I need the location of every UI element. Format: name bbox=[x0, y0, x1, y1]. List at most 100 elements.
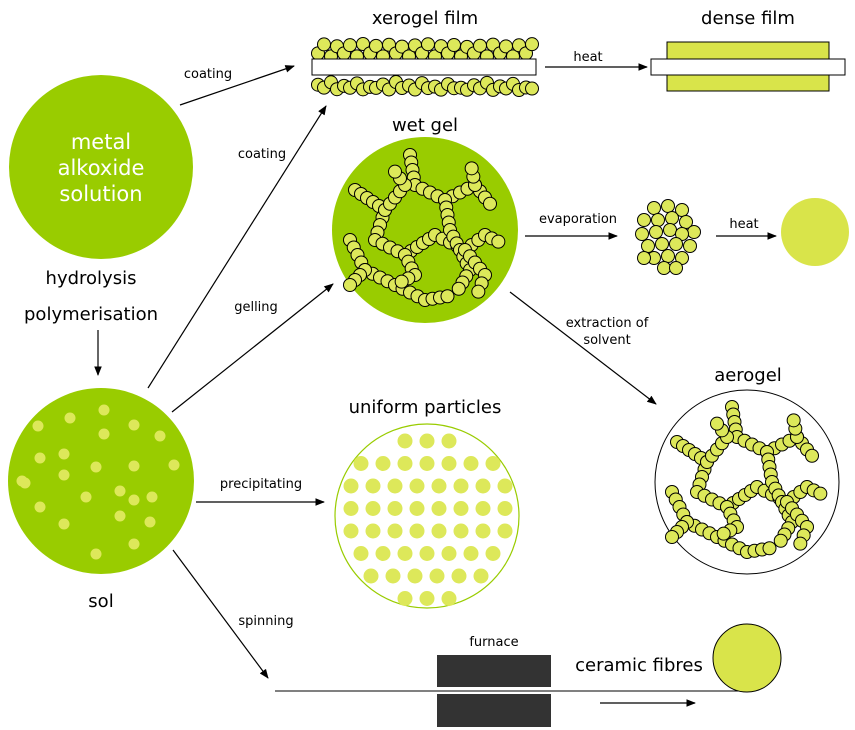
furnace-bottom-block bbox=[437, 694, 551, 727]
uniform-particle bbox=[442, 456, 457, 471]
uniform-particle bbox=[476, 501, 491, 516]
spinning-label: spinning bbox=[238, 614, 293, 629]
uniform-particle bbox=[452, 569, 467, 584]
dense-film bbox=[651, 42, 845, 91]
sol-particle bbox=[129, 495, 140, 506]
chain-particle bbox=[395, 275, 408, 288]
xerogel-film bbox=[312, 38, 539, 97]
extraction-label-2: solvent bbox=[583, 333, 630, 348]
chain-particle bbox=[814, 487, 827, 500]
xerogel-film-label: xerogel film bbox=[372, 8, 478, 29]
chain-particle bbox=[787, 414, 800, 427]
uniform-particle bbox=[344, 524, 359, 539]
sol-particle bbox=[115, 486, 126, 497]
chain-particle bbox=[465, 162, 478, 175]
film-particle bbox=[526, 38, 539, 51]
uniform-particle bbox=[398, 546, 413, 561]
uniform-particle bbox=[420, 434, 435, 449]
arrow-extraction bbox=[510, 292, 656, 404]
dense-film-substrate bbox=[651, 59, 845, 75]
uniform-particle bbox=[454, 501, 469, 516]
metal-alkoxide-node: metal alkoxide solution bbox=[9, 75, 193, 259]
uniform-particle bbox=[442, 434, 457, 449]
uniform-particle bbox=[442, 591, 457, 606]
film-particle bbox=[448, 39, 461, 52]
uniform-particle bbox=[398, 434, 413, 449]
uniform-particle bbox=[432, 524, 447, 539]
film-particle bbox=[318, 38, 331, 51]
chain-particle bbox=[806, 449, 819, 462]
cluster-particle bbox=[642, 240, 655, 253]
sol-particle bbox=[145, 517, 156, 528]
film-particle bbox=[422, 38, 435, 51]
uniform-particle bbox=[344, 479, 359, 494]
sol-particle bbox=[91, 549, 102, 560]
uniform-particle bbox=[420, 591, 435, 606]
metal-alkoxide-label-3: solution bbox=[59, 182, 142, 206]
xerogel-film-substrate bbox=[312, 59, 536, 75]
cluster-particle bbox=[664, 224, 677, 237]
sol-particle bbox=[169, 460, 180, 471]
sol-particle bbox=[65, 413, 76, 424]
cluster-particle bbox=[662, 200, 675, 213]
uniform-particle bbox=[366, 479, 381, 494]
sol-particle bbox=[91, 462, 102, 473]
cluster-particle bbox=[638, 252, 651, 265]
uniform-particle bbox=[464, 456, 479, 471]
sol-particle bbox=[129, 539, 140, 550]
coating-top-label: coating bbox=[184, 67, 232, 82]
cluster-particle bbox=[670, 262, 683, 275]
chain-particle bbox=[472, 285, 485, 298]
uniform-particle bbox=[388, 479, 403, 494]
extraction-label-1: extraction of bbox=[566, 316, 649, 331]
chain-particle bbox=[389, 165, 402, 178]
metal-alkoxide-label-2: alkoxide bbox=[58, 156, 145, 180]
aerogel-node bbox=[655, 390, 839, 574]
cluster-particle bbox=[638, 214, 651, 227]
chain-particle bbox=[794, 537, 807, 550]
xerogel-particle-cluster bbox=[636, 200, 701, 275]
film-particle bbox=[526, 82, 539, 95]
sol-particle bbox=[115, 511, 126, 522]
sol-particle bbox=[17, 476, 28, 487]
sol-particle bbox=[99, 429, 110, 440]
uniform-particle bbox=[388, 501, 403, 516]
polymerisation-label: polymerisation bbox=[24, 304, 158, 325]
uniform-particle bbox=[386, 569, 401, 584]
uniform-particle bbox=[410, 479, 425, 494]
cluster-particle bbox=[650, 226, 663, 239]
uniform-particle bbox=[464, 546, 479, 561]
uniform-particle bbox=[442, 546, 457, 561]
dense-film-bottom-layer bbox=[667, 75, 829, 91]
chain-particle bbox=[717, 527, 730, 540]
cluster-particle bbox=[636, 228, 649, 241]
uniform-particle bbox=[498, 479, 513, 494]
uniform-particle bbox=[408, 569, 423, 584]
uniform-particle bbox=[432, 501, 447, 516]
cluster-particle bbox=[688, 226, 701, 239]
uniform-particles-node bbox=[335, 424, 519, 608]
chain-particle bbox=[711, 417, 724, 430]
uniform-particle bbox=[420, 456, 435, 471]
uniform-particle bbox=[432, 479, 447, 494]
chain-particle bbox=[452, 282, 465, 295]
uniform-particle bbox=[454, 479, 469, 494]
furnace-top-block bbox=[437, 655, 551, 687]
sol-particle bbox=[99, 405, 110, 416]
precipitating-label: precipitating bbox=[220, 477, 302, 492]
uniform-particle bbox=[364, 569, 379, 584]
film-particle bbox=[344, 39, 357, 52]
sol-node bbox=[8, 388, 194, 574]
chain-particle bbox=[441, 290, 454, 303]
uniform-particle bbox=[366, 501, 381, 516]
chain-particle bbox=[484, 197, 497, 210]
dense-film-top-layer bbox=[667, 42, 829, 59]
wet-gel-label: wet gel bbox=[392, 115, 458, 136]
sol-label: sol bbox=[88, 591, 113, 612]
uniform-particle bbox=[376, 456, 391, 471]
ceramic-fibres-label: ceramic fibres bbox=[575, 655, 703, 676]
sol-particle bbox=[129, 420, 140, 431]
chain-particle bbox=[344, 279, 357, 292]
dense-ceramic-circle bbox=[781, 198, 849, 266]
